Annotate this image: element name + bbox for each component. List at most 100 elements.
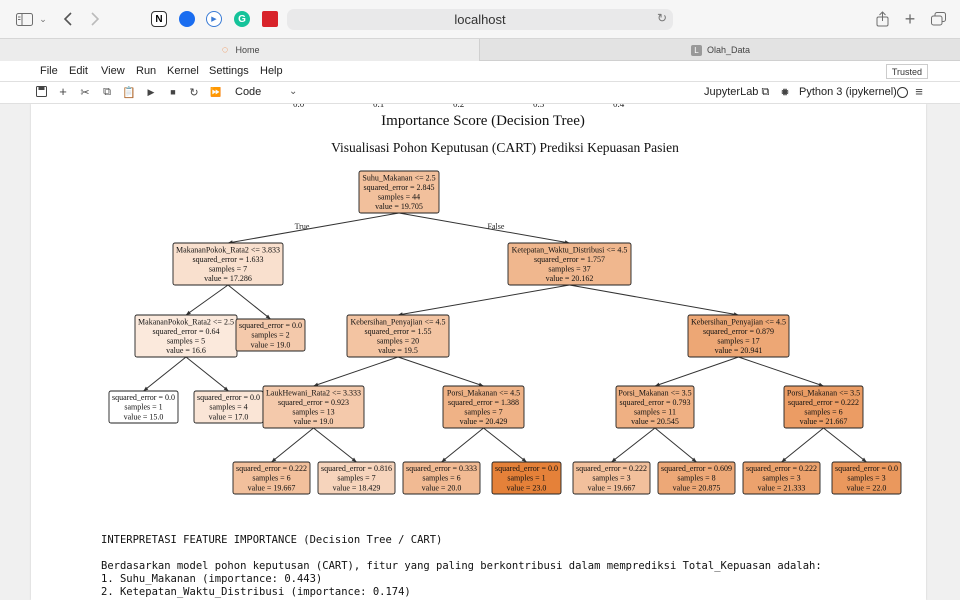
run-icon[interactable]: ▶ — [147, 87, 155, 97]
tree-edge-arrowhead — [781, 457, 787, 462]
play-extension-icon[interactable]: ▶ — [206, 11, 222, 27]
back-icon[interactable] — [60, 9, 76, 29]
forward-icon[interactable] — [87, 9, 103, 29]
tree-node-box — [317, 461, 396, 495]
menu-run[interactable]: Run — [136, 65, 157, 77]
new-tab-icon[interactable]: + — [904, 8, 916, 29]
bitwarden-extension-icon[interactable] — [179, 11, 195, 27]
menu-icon[interactable]: ≡ — [915, 84, 923, 99]
url-text: localhost — [454, 12, 506, 27]
open-jupyterlab-link[interactable]: JupyterLab ⧉ — [704, 86, 770, 98]
tree-node-line: value = 15.0 — [124, 412, 164, 421]
chevron-down-icon[interactable]: ⌄ — [289, 86, 298, 97]
tree-node-line: samples = 6 — [252, 474, 290, 483]
tree-node-line: squared_error = 0.333 — [406, 464, 477, 473]
tree-node-line: squared_error = 0.609 — [661, 464, 732, 473]
tree-node-line: squared_error = 0.0 — [112, 393, 175, 402]
tree-edge — [313, 427, 357, 463]
tree-node-line: samples = 13 — [292, 408, 334, 417]
tree-node-line: squared_error = 1.388 — [448, 398, 519, 407]
notion-extension-icon[interactable]: N — [151, 11, 167, 27]
add-cell-icon[interactable]: + — [59, 84, 67, 99]
tree-edge-arrowhead — [441, 457, 447, 462]
stop-icon[interactable]: ■ — [170, 87, 176, 97]
tree-node-line: Suhu_Makanan <= 2.5 — [362, 173, 435, 182]
tab-home[interactable]: ◌ Home — [0, 39, 480, 61]
cut-icon[interactable]: ✂ — [80, 87, 90, 99]
cell-type-select[interactable]: Code — [235, 86, 262, 98]
tree-edge-arrowhead — [861, 457, 867, 462]
tree-edge — [654, 427, 697, 463]
tree-edge-arrowhead — [223, 386, 229, 391]
tab-label: Home — [235, 45, 260, 55]
tree-node-line: value = 22.0 — [847, 483, 887, 492]
tree-node-line: samples = 2 — [251, 331, 289, 340]
tree-node-line: samples = 4 — [209, 403, 247, 412]
notebook-toolbar: + ✂ ⧉ 📋 ▶ ■ ↻ ⏩ Code ⌄ JupyterLab ⧉ ✹ Py… — [0, 82, 960, 104]
tree-node-line: samples = 3 — [762, 474, 800, 483]
tree-node-line: squared_error = 0.816 — [321, 464, 392, 473]
tree-node-box — [442, 385, 525, 429]
menu-edit[interactable]: Edit — [69, 65, 88, 77]
tree-node-line: value = 20.545 — [631, 417, 679, 426]
share-icon[interactable] — [874, 9, 890, 29]
menu-file[interactable]: File — [40, 65, 58, 77]
tree-node-line: squared_error = 0.0 — [239, 321, 302, 330]
tree-edge — [569, 284, 739, 316]
menu-kernel[interactable]: Kernel — [167, 65, 199, 77]
tree-node-line: value = 20.0 — [422, 483, 462, 492]
tree-node-line: value = 21.667 — [800, 417, 848, 426]
tree-edge-arrowhead — [691, 457, 697, 462]
jupyter-icon: ◌ — [221, 44, 229, 56]
tree-node-line: samples = 8 — [677, 474, 715, 483]
tree-node-line: samples = 37 — [548, 265, 590, 274]
edge-label-true: True — [295, 222, 310, 231]
kernel-name[interactable]: Python 3 (ipykernel) — [799, 86, 897, 98]
tree-node-line: value = 17.0 — [209, 412, 249, 421]
address-bar[interactable]: localhost ↻ — [287, 9, 673, 30]
prev-plot-tick: 0.0 — [293, 104, 305, 109]
tree-node-line: squared_error = 0.0 — [197, 393, 260, 402]
mendeley-extension-icon[interactable] — [262, 11, 278, 27]
menu-view[interactable]: View — [101, 65, 125, 77]
restart-icon[interactable]: ↻ — [189, 87, 199, 99]
save-icon[interactable] — [34, 86, 48, 100]
tree-node: Ketepatan_Waktu_Distribusi <= 4.5squared… — [507, 242, 632, 286]
tree-edge-arrowhead — [818, 382, 824, 387]
reload-icon[interactable]: ↻ — [656, 11, 667, 25]
menu-help[interactable]: Help — [260, 65, 283, 77]
tree-edge — [271, 427, 314, 463]
sidebar-toggle-icon[interactable] — [14, 9, 34, 29]
tree-node-line: samples = 11 — [634, 408, 676, 417]
tree-node-box — [687, 314, 790, 358]
tree-node-line: samples = 20 — [377, 337, 419, 346]
tree-node-line: MakananPokok_Rata2 <= 2.5 — [138, 317, 234, 326]
tree-edge — [738, 356, 824, 387]
tree-edge — [483, 427, 527, 463]
tree-edge — [185, 284, 229, 316]
tree-node-line: samples = 5 — [167, 337, 205, 346]
tree-edge — [143, 356, 187, 392]
tab-overview-icon[interactable] — [930, 9, 946, 29]
notebook-page: 0.0 0.1 0.2 0.3 0.4 Importance Score (De… — [31, 104, 926, 600]
tree-node-line: samples = 7 — [464, 408, 502, 417]
menu-settings[interactable]: Settings — [209, 65, 249, 77]
tree-edge-arrowhead — [143, 386, 149, 391]
copy-icon[interactable]: ⧉ — [103, 86, 111, 98]
tree-node-line: value = 20.875 — [673, 483, 721, 492]
tree-node-line: Ketepatan_Waktu_Distribusi <= 4.5 — [512, 245, 628, 254]
trusted-badge[interactable]: Trusted — [885, 64, 928, 79]
debugger-icon[interactable]: ✹ — [780, 87, 790, 99]
paste-icon[interactable]: 📋 — [122, 87, 136, 99]
output-line: Berdasarkan model pohon keputusan (CART)… — [101, 560, 822, 572]
chevron-down-icon[interactable]: ⌄ — [39, 13, 47, 24]
tree-edge-arrowhead — [186, 310, 191, 315]
tree-edge-arrowhead — [611, 457, 617, 462]
tab-olah-data[interactable]: L Olah_Data — [481, 39, 960, 61]
grammarly-extension-icon[interactable]: G — [234, 11, 250, 27]
output-line: 2. Ketepatan_Waktu_Distribusi (importanc… — [101, 586, 411, 598]
fast-forward-icon[interactable]: ⏩ — [210, 87, 222, 97]
